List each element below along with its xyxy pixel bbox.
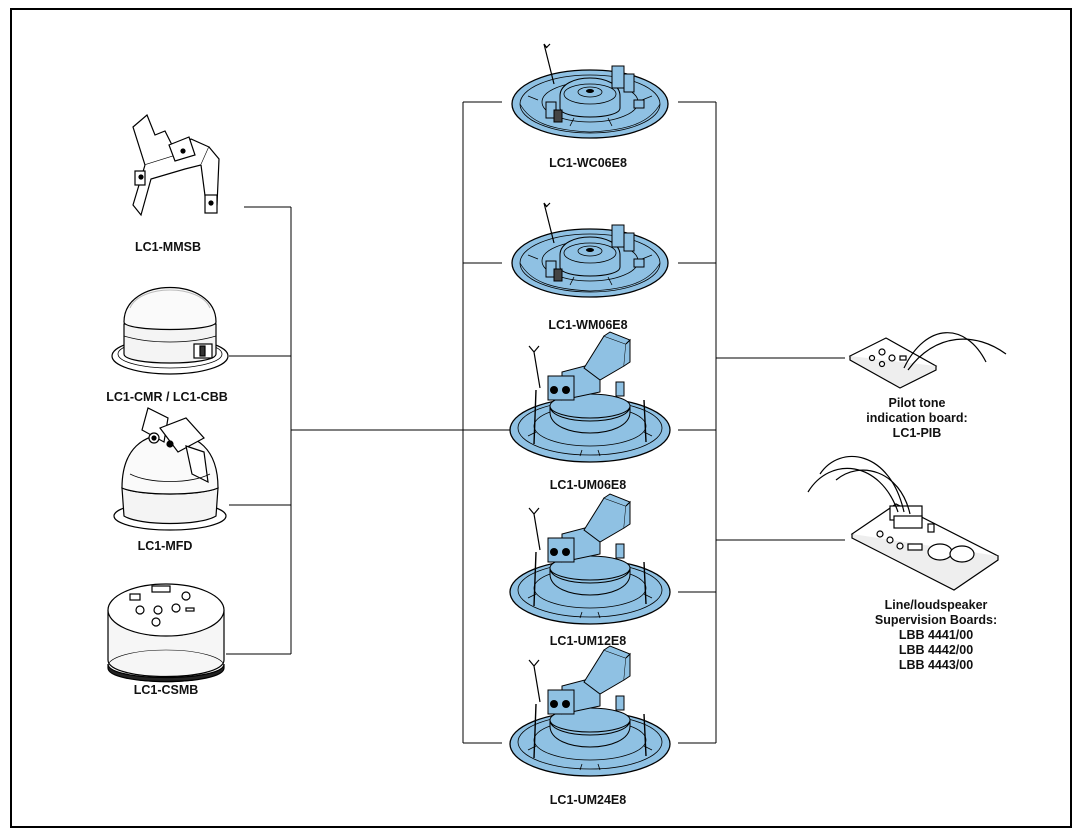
surface-box-icon	[107, 583, 225, 683]
speaker-label-wm06e8: LC1-WM06E8	[548, 318, 628, 332]
fire-dome-icon	[113, 407, 227, 531]
pilot-board-icon	[848, 332, 1007, 389]
supervision-board-icon	[807, 455, 1000, 591]
connector-lines	[226, 101, 845, 744]
speaker-label-um06e8: LC1-UM06E8	[549, 478, 627, 492]
pilot-board-label: Pilot tone indication board: LC1-PIB	[866, 396, 967, 441]
speaker-label-wc06e8: LC1-WC06E8	[549, 156, 627, 170]
supervision-board-label-line: LBB 4441/00	[898, 628, 974, 642]
speaker-icon-5	[509, 645, 671, 777]
accessory-label-cmr-cbb: LC1-CMR / LC1-CBB	[106, 390, 228, 404]
speaker-icon-3	[509, 331, 671, 463]
supervision-board-label-line: Line/loudspeaker	[884, 598, 988, 612]
supervision-board-label-line: Supervision Boards:	[874, 613, 998, 627]
speaker-icon-4	[509, 493, 671, 625]
pilot-board-label-line: LC1-PIB	[892, 426, 942, 440]
supervision-board-label: Line/loudspeaker Supervision Boards: LBB…	[875, 598, 997, 673]
pilot-board-label-line: Pilot tone	[888, 396, 946, 410]
speaker-label-um24e8: LC1-UM24E8	[549, 793, 627, 807]
supervision-board-label-line: LBB 4442/00	[898, 643, 974, 657]
supervision-board-label-line: LBB 4443/00	[898, 658, 974, 672]
accessory-label-csmb: LC1-CSMB	[133, 683, 199, 697]
accessory-label-mmsb: LC1-MMSB	[135, 240, 201, 254]
speaker-icon-2	[511, 202, 669, 298]
speaker-icon-1	[511, 43, 669, 139]
accessory-label-mfd: LC1-MFD	[137, 539, 193, 553]
speaker-label-um12e8: LC1-UM12E8	[549, 634, 627, 648]
pilot-board-label-line: indication board:	[866, 411, 968, 425]
dome-ring-icon	[111, 286, 229, 375]
mounting-bracket-icon	[132, 113, 220, 217]
